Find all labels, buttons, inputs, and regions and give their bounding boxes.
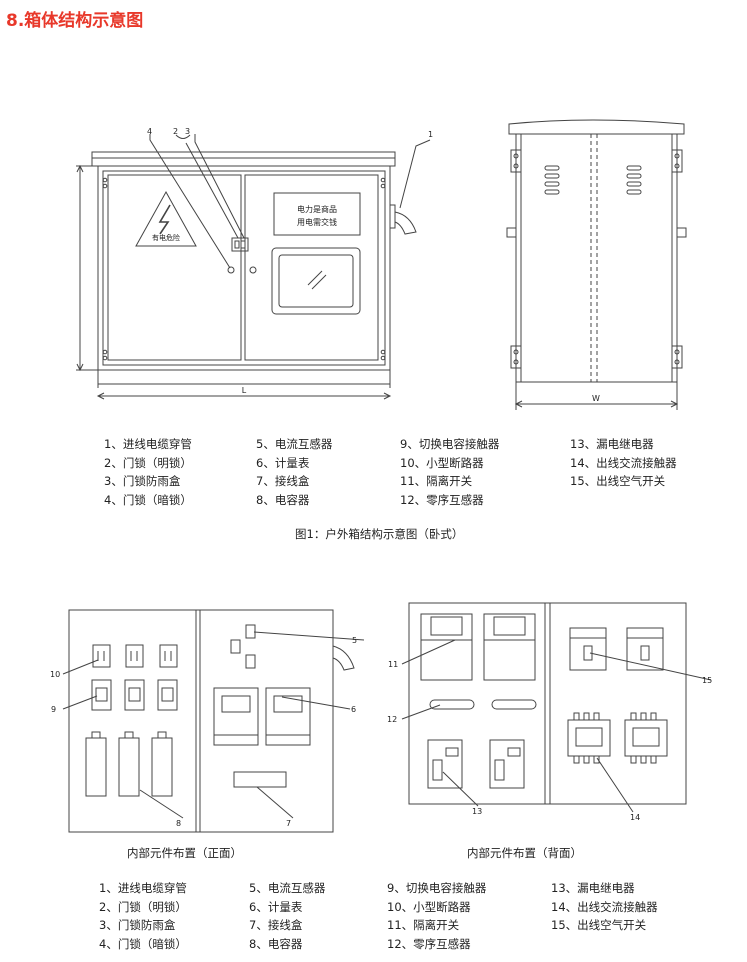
legend-1-col-2: 5、电流互感器 6、计量表 7、接线盒 8、电容器 — [256, 435, 332, 509]
callout-13: 13 — [472, 807, 482, 816]
legend-item: 4、门锁（暗锁） — [104, 492, 192, 507]
legend-2-col-2: 5、电流互感器 6、计量表 7、接线盒 8、电容器 — [249, 879, 325, 953]
panel-back — [401, 602, 712, 813]
legend-item: 15、出线空气开关 — [551, 918, 647, 932]
side-roof — [508, 119, 685, 135]
energy-meters — [213, 687, 311, 746]
legend-item: 1、进线电缆穿管 — [104, 437, 192, 451]
panel-front — [62, 609, 365, 833]
hidden-lock-icon — [227, 266, 235, 274]
cabinet-side-view — [506, 119, 687, 410]
legend-item: 6、计量表 — [256, 455, 310, 470]
legend-item: 12、零序互感器 — [400, 492, 484, 507]
cabinet-roof — [91, 151, 396, 167]
current-transformer — [245, 624, 256, 639]
legend-item: 13、漏电继电器 — [570, 437, 654, 451]
dimension-l: L — [242, 386, 247, 395]
legend-1-col-1: 1、进线电缆穿管 2、门锁（明锁） 3、门锁防雨盒 4、门锁（暗锁） — [104, 435, 192, 509]
legend-item: 5、电流互感器 — [249, 881, 326, 895]
visible-lock-icon — [249, 266, 257, 274]
page-title: 8.箱体结构示意图 — [6, 11, 144, 31]
notice-plate — [273, 192, 361, 236]
legend-item: 5、电流互感器 — [256, 437, 333, 451]
legend-item: 3、门锁防雨盒 — [104, 474, 181, 488]
cable-conduit — [390, 204, 396, 229]
legend-item: 15、出线空气开关 — [570, 474, 666, 488]
legend-item: 1、进线电缆穿管 — [99, 881, 187, 895]
callout-4: 4 — [147, 127, 152, 136]
legend-item: 10、小型断路器 — [387, 899, 471, 914]
front-panel-frame — [68, 609, 334, 833]
legend-item: 12、零序互感器 — [387, 936, 471, 951]
legend-item: 14、出线交流接触器 — [551, 899, 658, 914]
callout-3: 3 — [185, 127, 190, 136]
figure-2-front-caption: 内部元件布置（正面） — [127, 846, 242, 860]
outgoing-ac-contactors — [567, 712, 668, 764]
meter-window — [271, 247, 361, 315]
figure-1-caption: 图1：户外箱结构示意图（卧式） — [295, 527, 464, 541]
figure-2-back-caption: 内部元件布置（背面） — [467, 846, 582, 860]
legend-item: 14、出线交流接触器 — [570, 455, 677, 470]
capacitor-contactors — [91, 679, 178, 711]
legend-item: 10、小型断路器 — [400, 455, 484, 470]
callout-12: 12 — [387, 715, 397, 724]
callout-2: 2 — [173, 127, 178, 136]
legend-item: 2、门锁（明锁） — [104, 455, 192, 470]
capacitors — [85, 731, 173, 797]
notice-line-2: 用电需交钱 — [297, 217, 337, 227]
left-door — [107, 174, 242, 361]
legend-item: 6、计量表 — [249, 899, 303, 914]
mini-breakers — [92, 644, 178, 668]
callout-15: 15 — [702, 676, 712, 685]
callout-1: 1 — [428, 130, 433, 139]
lock-rain-box — [231, 237, 249, 252]
callout-14: 14 — [630, 813, 640, 822]
callout-8: 8 — [176, 819, 181, 828]
legend-item: 9、切换电容接触器 — [387, 881, 487, 895]
dimension-w: W — [592, 394, 600, 403]
outgoing-air-switches — [569, 627, 664, 671]
warning-text: 有电危险 — [152, 233, 180, 242]
legend-item: 3、门锁防雨盒 — [99, 918, 176, 932]
callout-10: 10 — [50, 670, 60, 679]
legend-item: 11、隔离开关 — [387, 918, 460, 932]
notice-line-1: 电力是商品 — [297, 204, 337, 214]
cabinet-body — [97, 165, 391, 371]
cabinet-front-view — [76, 134, 431, 400]
zero-sequence-ct — [429, 699, 475, 710]
callout-9: 9 — [51, 705, 56, 714]
legend-2-col-1: 1、进线电缆穿管 2、门锁（明锁） 3、门锁防雨盒 4、门锁（暗锁） — [99, 879, 187, 953]
legend-item: 7、接线盒 — [249, 918, 303, 932]
legend-item: 11、隔离开关 — [400, 474, 473, 488]
callout-7: 7 — [286, 819, 291, 828]
callout-6: 6 — [351, 705, 356, 714]
legend-item: 9、切换电容接触器 — [400, 437, 500, 451]
legend-item: 7、接线盒 — [256, 474, 310, 488]
legend-2-col-3: 9、切换电容接触器 10、小型断路器 11、隔离开关 12、零序互感器 — [387, 879, 486, 953]
junction-box — [233, 771, 287, 788]
right-door — [244, 174, 379, 361]
legend-1-col-4: 13、漏电继电器 14、出线交流接触器 15、出线空气开关 — [570, 435, 677, 491]
callout-11: 11 — [388, 660, 398, 669]
warning-triangle — [135, 190, 197, 247]
callout-5: 5 — [352, 636, 357, 645]
legend-item: 8、电容器 — [256, 492, 310, 507]
legend-item: 4、门锁（暗锁） — [99, 936, 187, 951]
legend-1-col-3: 9、切换电容接触器 10、小型断路器 11、隔离开关 12、零序互感器 — [400, 435, 499, 509]
legend-2-col-4: 13、漏电继电器 14、出线交流接触器 15、出线空气开关 — [551, 879, 658, 935]
legend-item: 2、门锁（明锁） — [99, 899, 187, 914]
leakage-relays — [427, 739, 525, 789]
back-panel-frame — [408, 602, 687, 805]
legend-item: 8、电容器 — [249, 936, 303, 951]
isolating-switches — [420, 613, 536, 681]
legend-item: 13、漏电继电器 — [551, 881, 635, 895]
